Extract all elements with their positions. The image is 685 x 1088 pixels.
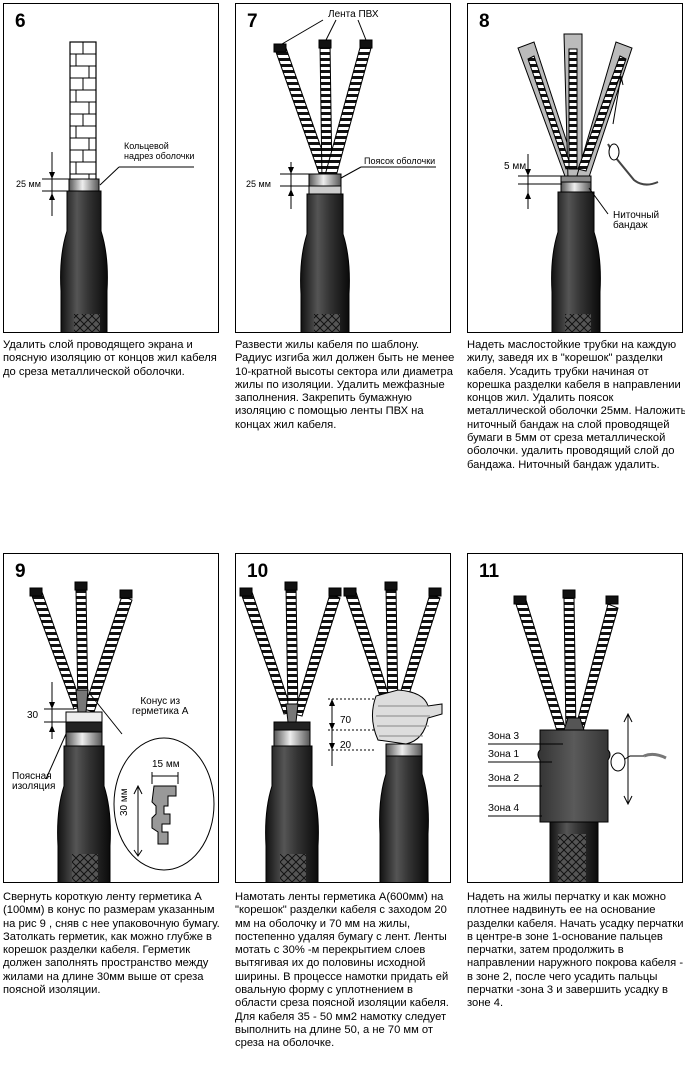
step-8-description: Надеть маслостойкие трубки на каждую жил…	[467, 339, 685, 472]
dimension-label: 5 мм	[504, 161, 527, 172]
dimension-20-label: 20	[340, 740, 352, 751]
belt-insulation-label: Поясная изоляция	[12, 771, 56, 792]
step-10-description: Намотать ленты герметика А(600мм) на "ко…	[235, 891, 455, 1051]
ring-cut-label: Кольцевой надрез оболочки	[124, 141, 195, 161]
step-7-panel: 7 Лента ПВХ Поясок оболочки 25 мм	[235, 3, 451, 333]
cone-height-label: 30 мм	[119, 788, 130, 816]
step-9-description: Свернуть короткую ленту герметика А (100…	[3, 891, 223, 997]
zone-4-label: Зона 4	[488, 803, 520, 814]
cone-width-label: 15 мм	[152, 759, 180, 770]
step-number: 6	[15, 11, 26, 32]
step-text: Намотать ленты герметика А(600мм) на "ко…	[235, 891, 449, 1050]
step-10-illustration	[239, 581, 443, 882]
step-text: Свернуть короткую ленту герметика А (100…	[3, 891, 220, 930]
zone-1-label: Зона 1	[488, 749, 520, 760]
step-11-panel: 11 Зона 3 Зона 1 Зона 2 Зона 4	[467, 553, 683, 883]
zone-3-label: Зона 3	[488, 731, 520, 742]
step-11-description: Надеть на жилы перчатку и как можно плот…	[467, 891, 685, 1011]
step-number: 7	[247, 11, 258, 32]
step-10-panel: 10 70 20	[235, 553, 451, 883]
step-text: Удалить слой проводящего экрана и поясну…	[3, 339, 217, 378]
step-number: 9	[15, 561, 26, 582]
step-9-illustration	[29, 581, 215, 882]
dimension-label: 25 мм	[16, 179, 41, 189]
step-number: 11	[479, 561, 500, 582]
pvc-tape-label: Лента ПВХ	[328, 9, 379, 20]
step-text: Затолкать герметик, как можно глубже в к…	[3, 930, 212, 997]
sealant-cone-label: Конус из герметика А	[132, 696, 189, 717]
dimension-label: 25 мм	[246, 179, 271, 189]
sheath-belt-label: Поясок оболочки	[364, 156, 436, 166]
step-9-panel: 9 30 Конус из герметика А Поясная изоляц…	[3, 553, 219, 883]
step-text: Надеть на жилы перчатку и как можно плот…	[467, 891, 684, 1010]
step-7-description: Развести жилы кабеля по шаблону. Радиус …	[235, 339, 455, 432]
dimension-label: 30	[27, 710, 39, 721]
step-text: Развести жилы кабеля по шаблону. Радиус …	[235, 339, 455, 431]
step-number: 10	[247, 561, 269, 582]
dimension-70-label: 70	[340, 715, 352, 726]
step-6-illustration	[42, 41, 194, 332]
step-text: Надеть маслостойкие трубки на каждую жил…	[467, 339, 685, 471]
step-6-panel: 6 Кольцевой надрез оболочки 25 мм	[3, 3, 219, 333]
zone-2-label: Зона 2	[488, 773, 520, 784]
step-8-panel: 8 5 мм Ниточный бандаж	[467, 3, 683, 333]
step-6-description: Удалить слой проводящего экрана и поясну…	[3, 339, 223, 379]
thread-bandage-label: Ниточный бандаж	[613, 210, 660, 231]
step-7-illustration	[273, 19, 436, 332]
step-11-illustration	[488, 589, 667, 882]
step-number: 8	[479, 11, 490, 32]
step-8-illustration	[517, 33, 659, 332]
